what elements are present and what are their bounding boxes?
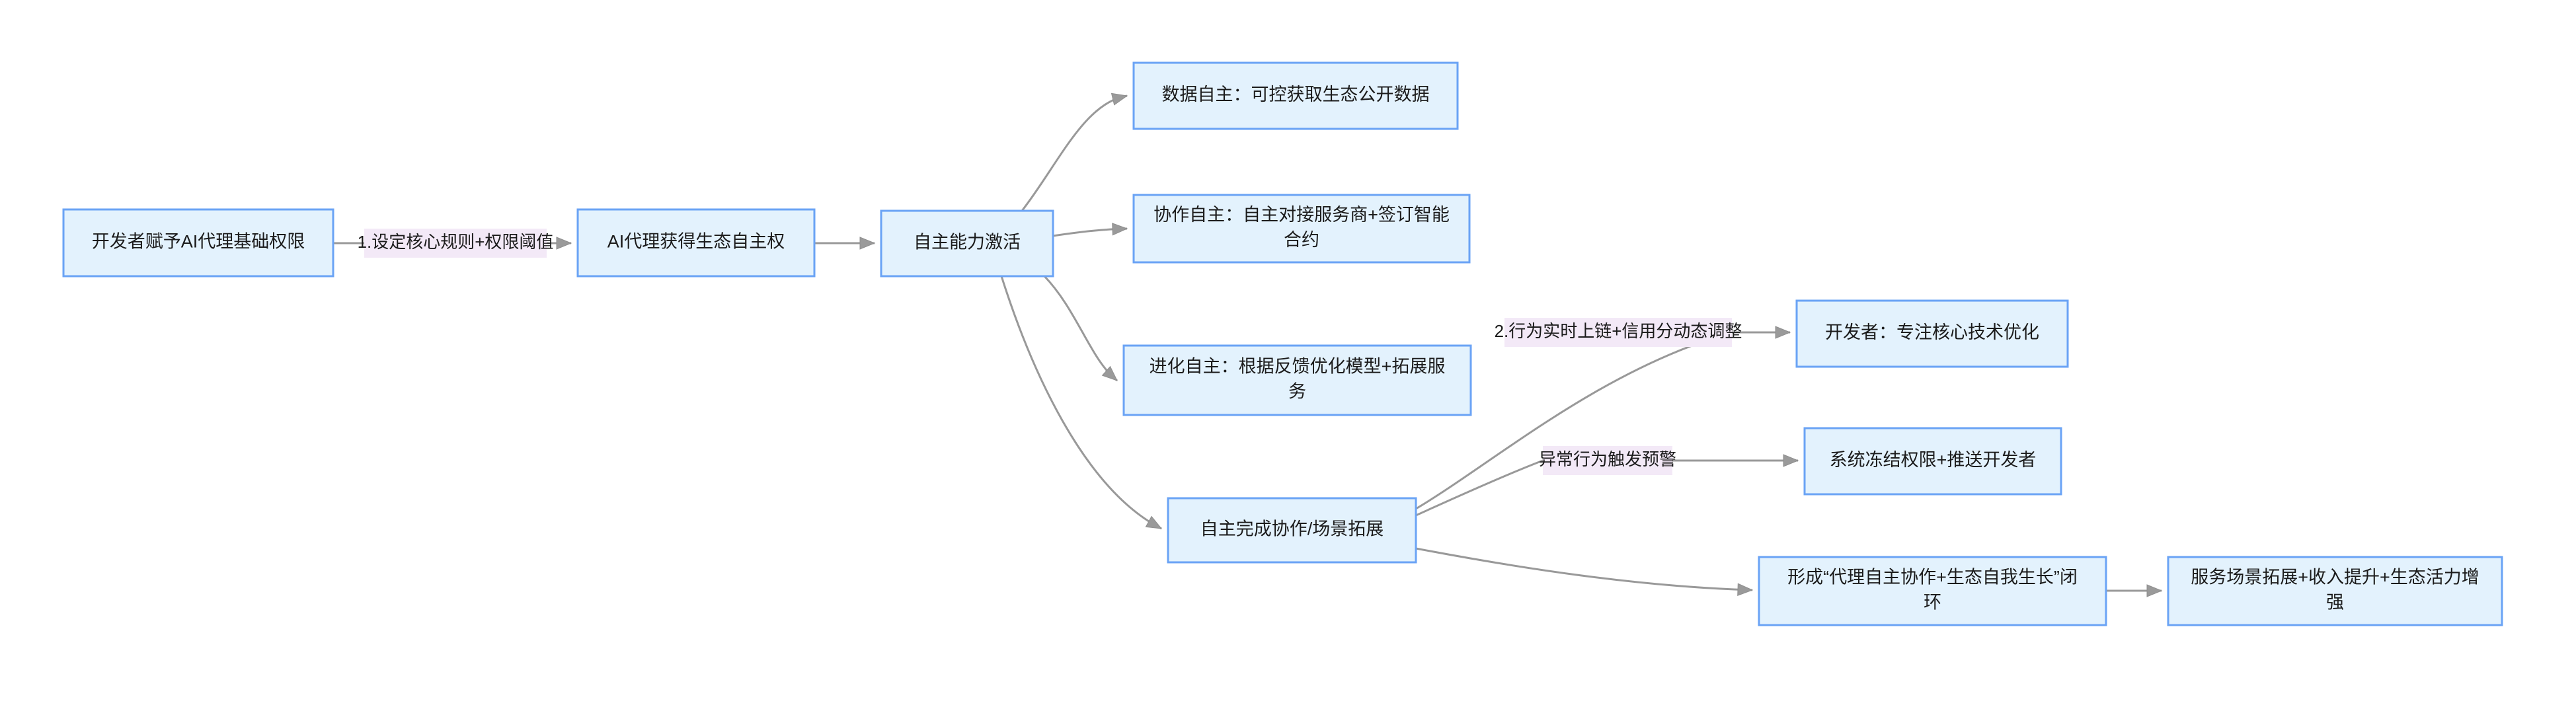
node-label: 自主完成协作/场景拓展 xyxy=(1200,519,1384,539)
edge-n7-to-n9-label: 异常行为触发预警 xyxy=(1539,446,1676,475)
node-developer-grants-permissions[interactable]: 开发者赋予AI代理基础权限 xyxy=(62,208,334,278)
edge-label-text: 2.行为实时上链+信用分动态调整 xyxy=(1495,321,1742,341)
nodes-layer: 开发者赋予AI代理基础权限 AI代理获得生态自主权 自主能力激活 数据自主：可控获取生… xyxy=(62,61,2503,626)
node-label: 进化自主：根据反馈优化模型+拓展服 xyxy=(1150,357,1446,377)
node-box[interactable] xyxy=(1795,299,2069,368)
node-box[interactable] xyxy=(62,208,334,278)
node-closed-loop-formation[interactable]: 形成“代理自主协作+生态自我生长”闭环 xyxy=(1758,556,2107,626)
edge-n1-to-n2-label: 1.设定核心规则+权限阈值 xyxy=(358,229,554,258)
node-label: 形成“代理自主协作+生态自我生长”闭 xyxy=(1787,568,2078,587)
node-label: 合约 xyxy=(1284,230,1319,250)
node-label: 环 xyxy=(1924,593,1941,613)
node-label: 协作自主：自主对接服务商+签订智能 xyxy=(1153,205,1450,225)
edge-n3-to-n6 xyxy=(1043,275,1118,382)
node-box[interactable] xyxy=(2167,556,2503,626)
edge-n7-to-n9 xyxy=(1415,454,1799,517)
arrowhead-icon xyxy=(1783,454,1799,467)
edge-label-text: 1.设定核心规则+权限阈值 xyxy=(358,232,554,252)
edge-n10-to-n11 xyxy=(2106,584,2163,597)
edges-layer xyxy=(333,93,2163,597)
node-label: 务 xyxy=(1288,382,1306,402)
arrowhead-icon xyxy=(1145,515,1163,529)
node-label: AI代理获得生态自主权 xyxy=(607,232,785,252)
node-autonomous-collaboration-scenario-expansion[interactable]: 自主完成协作/场景拓展 xyxy=(1167,497,1417,564)
node-box[interactable] xyxy=(1132,61,1459,130)
edge-n3-to-n4-line xyxy=(1021,94,1128,211)
arrowhead-icon xyxy=(859,237,876,250)
edge-n2-to-n3 xyxy=(814,237,876,250)
node-system-freeze-and-notify[interactable]: 系统冻结权限+推送开发者 xyxy=(1803,427,2062,496)
edge-n3-to-n5 xyxy=(1052,223,1128,237)
edge-label-text: 异常行为触发预警 xyxy=(1539,449,1676,469)
node-label: 数据自主：可控获取生态公开数据 xyxy=(1162,85,1430,104)
edge-label-background xyxy=(364,229,547,258)
edge-n3-to-n4 xyxy=(1021,93,1128,211)
node-autonomy-capability-activated[interactable]: 自主能力激活 xyxy=(880,209,1054,278)
arrowhead-icon xyxy=(556,237,572,250)
edge-n7-to-n8 xyxy=(1415,326,1791,510)
edge-label-background xyxy=(1504,318,1732,347)
arrowhead-icon xyxy=(1737,583,1754,597)
arrowhead-icon xyxy=(1775,326,1791,339)
node-box[interactable] xyxy=(1167,497,1417,564)
node-label: 开发者赋予AI代理基础权限 xyxy=(92,232,305,252)
node-box[interactable] xyxy=(1122,344,1472,416)
arrowhead-icon xyxy=(1112,223,1128,236)
edge-n7-to-n8-line xyxy=(1415,331,1790,510)
node-label: 开发者：专注核心技术优化 xyxy=(1825,322,2039,342)
node-box[interactable] xyxy=(1803,427,2062,496)
edge-n3-to-n7-line xyxy=(1000,276,1162,530)
edge-n7-to-n10 xyxy=(1415,547,1754,597)
arrowhead-icon xyxy=(1111,93,1128,106)
node-ai-agent-gains-autonomy[interactable]: AI代理获得生态自主权 xyxy=(576,208,816,278)
node-box[interactable] xyxy=(1758,556,2107,626)
node-label: 系统冻结权限+推送开发者 xyxy=(1830,450,2037,470)
arrowhead-icon xyxy=(2146,584,2163,597)
edge-n7-to-n9-line xyxy=(1415,459,1798,517)
edge-label-background xyxy=(1543,446,1672,475)
arrowhead-icon xyxy=(1101,365,1118,381)
edge-n7-to-n8-label: 2.行为实时上链+信用分动态调整 xyxy=(1495,318,1742,347)
node-box[interactable] xyxy=(576,208,816,278)
node-label: 强 xyxy=(2326,593,2344,613)
edge-n3-to-n7 xyxy=(1000,276,1163,530)
node-data-autonomy[interactable]: 数据自主：可控获取生态公开数据 xyxy=(1132,61,1459,130)
edge-n3-to-n6-line xyxy=(1043,275,1118,382)
node-label: 服务场景拓展+收入提升+生态活力增 xyxy=(2191,568,2479,587)
edge-n7-to-n10-line xyxy=(1415,547,1753,591)
node-box[interactable] xyxy=(880,209,1054,278)
node-label: 自主能力激活 xyxy=(914,233,1021,252)
node-developer-focus-core-tech[interactable]: 开发者：专注核心技术优化 xyxy=(1795,299,2069,368)
node-box[interactable] xyxy=(1132,194,1471,264)
